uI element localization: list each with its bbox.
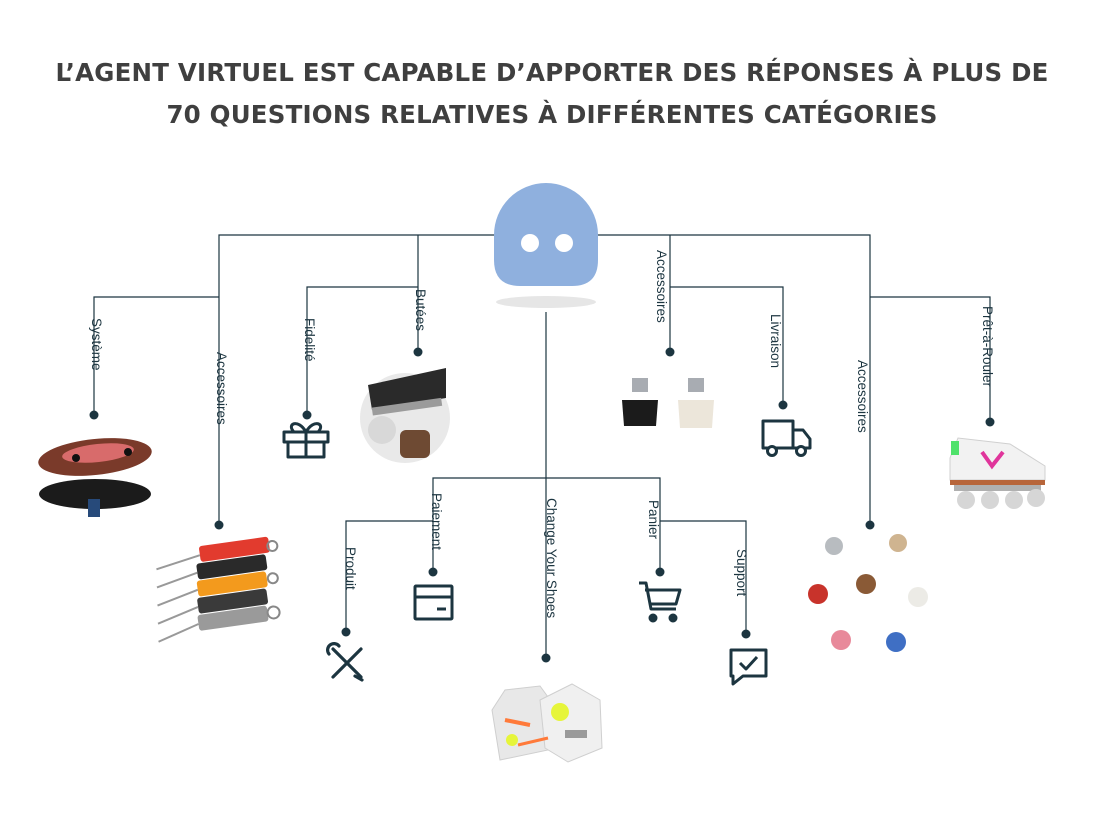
dot-pret-a-rouler [985,417,995,427]
stopper-accessories-image [622,378,714,428]
category-label-support: Support [734,549,749,597]
dot-panier [655,567,665,577]
page-title-line-2: 70 QUESTIONS RELATIVES À DIFFÉRENTES CAT… [166,100,938,129]
gift-icon [282,422,330,459]
category-label-butees: Butées [413,289,428,332]
category-label-accessoires-mid: Accessoires [654,250,669,323]
category-label-change-your-shoes: Change Your Shoes [544,498,559,619]
sole-system-image [38,438,152,517]
dot-change-your-shoes [541,653,551,663]
dot-produit [341,627,351,637]
robot-avatar-icon [494,183,598,308]
credit-card-icon [413,584,454,621]
keychain-accessories-image [156,536,281,643]
category-label-accessoires-left: Accessoires [214,352,229,425]
dot-accessoires-left [214,520,224,530]
category-label-panier: Panier [646,500,661,540]
dot-systeme [89,410,99,420]
category-label-paiement: Paiement [429,493,444,551]
category-label-pret-a-rouler: Prêt-à-Rouler [980,306,995,388]
stoppers-colors-image [808,534,928,652]
category-label-systeme: Système [89,318,104,371]
dot-accessoires-mid [665,347,675,357]
tools-icon [326,642,364,682]
page-title: L’AGENT VIRTUEL EST CAPABLE D’APPORTER D… [0,52,1104,136]
category-label-fidelite: Fidelité [302,318,317,362]
dot-support [741,629,751,639]
dot-paiement [428,567,438,577]
shopping-cart-icon [639,581,682,623]
support-chat-icon [729,648,768,686]
category-label-livraison: Livraison [768,314,783,369]
truck-icon [761,419,812,457]
dot-butees [413,347,423,357]
dot-fidelite [302,410,312,420]
page-title-line-1: L’AGENT VIRTUEL EST CAPABLE D’APPORTER D… [55,58,1049,87]
ready-to-roll-skate-image [949,437,1046,509]
dot-accessoires-right [865,520,875,530]
connector-dots [89,347,995,663]
category-label-accessoires-right: Accessoires [855,360,870,433]
skate-stopper-image [360,368,450,463]
change-your-shoes-image [491,683,603,763]
dot-livraison [778,400,788,410]
category-label-produit: Produit [343,547,358,590]
